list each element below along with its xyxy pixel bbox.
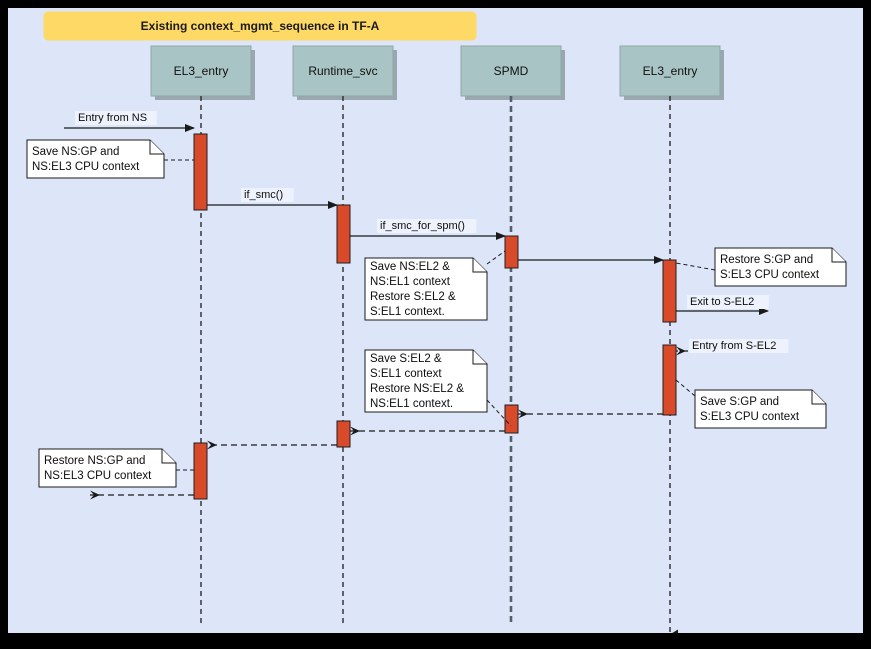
note-connector <box>486 250 506 265</box>
sequence-diagram: Existing context_mgmt_sequence in TF-A E… <box>26 11 847 633</box>
message-label-background <box>687 295 769 309</box>
lifeline-box[interactable] <box>460 45 562 97</box>
diagram-title: Existing context_mgmt_sequence in TF-A <box>141 19 380 33</box>
lifeline-el3_entry_s[interactable]: EL3_entry <box>619 45 724 633</box>
note-fold-corner <box>149 140 164 155</box>
note-line: Restore S:GP and <box>720 254 813 266</box>
note-line: S:EL1 context <box>370 368 442 380</box>
lifeline-spmd[interactable]: SPMD <box>460 45 565 623</box>
note-body <box>364 257 488 321</box>
lifeline-box[interactable] <box>619 45 721 97</box>
lifelines-layer: EL3_entry Runtime_svc SPMD EL3_entry <box>150 45 724 633</box>
lifeline-runtime_svc[interactable]: Runtime_svc <box>292 45 397 623</box>
message-label-background <box>241 188 294 202</box>
note-line: S:EL3 CPU context <box>700 411 800 423</box>
note-body <box>364 349 488 413</box>
message-if-smc[interactable]: if_smc() <box>207 188 338 209</box>
note-connector <box>675 262 716 271</box>
activation-bar[interactable] <box>336 420 351 448</box>
messages-layer: Entry from NS if_smc() if_smc_for_spm() Exi… <box>64 111 789 500</box>
message-label: if_smc_for_spm() <box>380 220 465 232</box>
lifeline-el3_entry_ns[interactable]: EL3_entry <box>150 45 255 623</box>
note-line: Save NS:GP and <box>32 146 119 158</box>
activation-bar[interactable] <box>193 133 208 211</box>
message-label-background <box>75 111 157 125</box>
message-label: if_smc() <box>244 189 283 201</box>
activation-bar[interactable] <box>662 259 677 323</box>
note-fold-corner <box>831 248 846 263</box>
lifeline-label: SPMD <box>494 64 529 78</box>
lifeline-label: Runtime_svc <box>308 64 377 78</box>
activation-bar[interactable] <box>336 204 351 264</box>
note-line: Save NS:EL2 & <box>370 261 450 273</box>
activations-layer <box>193 133 677 500</box>
message-entry-sel2[interactable]: Entry from S-EL2 <box>676 339 789 356</box>
message-if-smc-spm[interactable]: if_smc_for_spm() <box>350 219 506 240</box>
note-connector <box>675 379 696 397</box>
note-body <box>38 448 177 488</box>
message-label: Exit to S-EL2 <box>690 296 754 308</box>
note-body <box>714 247 847 287</box>
note-fold-corner <box>811 390 826 405</box>
message-label-background <box>689 339 789 353</box>
note-line: Restore NS:GP and <box>44 455 145 467</box>
lifeline-box[interactable] <box>292 45 394 97</box>
note-line: NS:EL1 context. <box>370 398 453 410</box>
note-body <box>694 389 827 429</box>
note-fold-corner <box>472 258 487 273</box>
note-line: S:EL3 CPU context <box>720 269 820 281</box>
activation-bar[interactable] <box>662 344 677 416</box>
note-line: Save S:GP and <box>700 396 779 408</box>
note-line: Restore S:EL2 & <box>370 291 456 303</box>
title-banner-background <box>43 11 477 41</box>
note-line: S:EL1 context. <box>370 306 445 318</box>
note-line: NS:EL3 CPU context <box>32 161 140 173</box>
message-label: Entry from S-EL2 <box>692 340 776 352</box>
message-label: Entry from NS <box>78 112 147 124</box>
message-label-background <box>377 219 477 233</box>
note-line: Restore NS:EL2 & <box>370 383 464 395</box>
note-body <box>26 139 165 179</box>
lifeline-label: EL3_entry <box>174 64 229 78</box>
note-fold-corner <box>472 350 487 365</box>
note-line: NS:EL3 CPU context <box>44 470 152 482</box>
activation-bar[interactable] <box>504 404 519 434</box>
note-line: Save S:EL2 & <box>370 353 442 365</box>
note-connector <box>486 399 512 427</box>
note-fold-corner <box>161 449 176 464</box>
activation-bar[interactable] <box>193 442 208 500</box>
message-exit-sel2[interactable]: Exit to S-EL2 <box>676 295 769 315</box>
diagram-canvas: Existing context_mgmt_sequence in TF-A E… <box>8 8 863 633</box>
lifeline-label: EL3_entry <box>643 64 698 78</box>
activation-bar[interactable] <box>504 235 519 269</box>
message-entry-ns[interactable]: Entry from NS <box>64 111 195 132</box>
note-line: NS:EL1 context <box>370 276 451 288</box>
title-banner: Existing context_mgmt_sequence in TF-A <box>43 11 477 41</box>
